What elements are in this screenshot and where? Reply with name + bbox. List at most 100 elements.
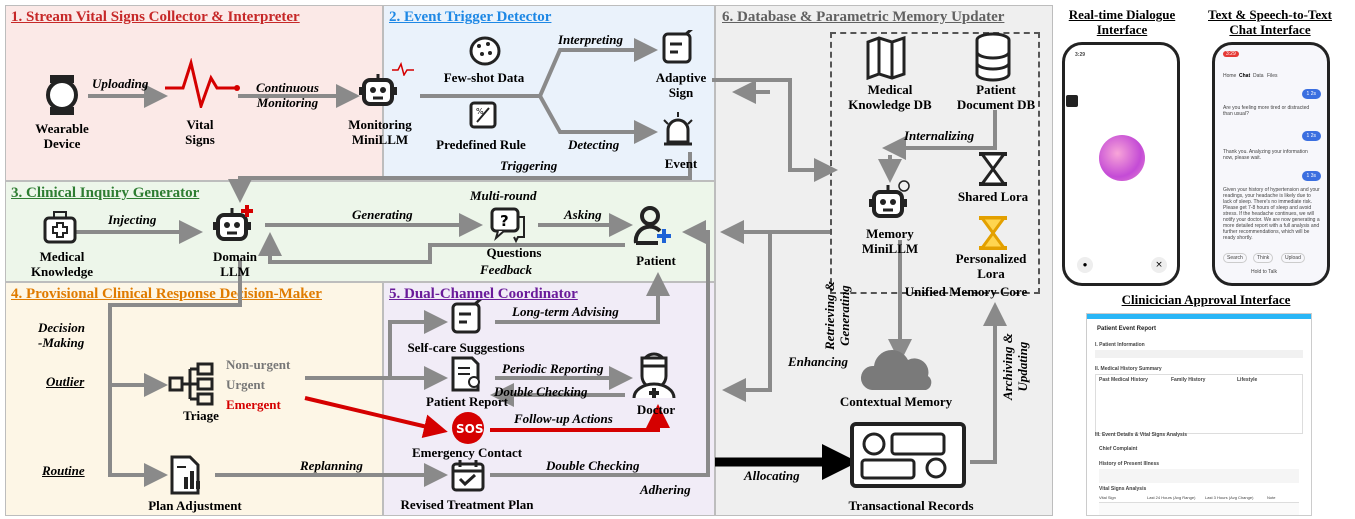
approval-header: Clinicician Approval Interface: [1121, 292, 1291, 307]
edge-multiround: Multi-round: [470, 188, 537, 203]
plan-adjustment-label: Plan Adjustment: [148, 498, 242, 513]
close-button[interactable]: ×: [1151, 257, 1167, 273]
chat-tab-home[interactable]: Home: [1223, 73, 1237, 79]
questions-label: Questions: [486, 245, 542, 260]
phone1-time: 3:29: [1075, 52, 1086, 58]
fewshot-label: Few-shot Data: [443, 70, 525, 85]
nonurgent-label: Non-urgent: [226, 357, 291, 372]
panel-1-title: 1. Stream Vital Signs Collector & Interp…: [11, 9, 300, 25]
chat-search-button[interactable]: Search: [1223, 253, 1247, 263]
chat-bubble-1: 1 2s: [1301, 89, 1321, 99]
triage-tree-icon: [168, 362, 216, 411]
edge-generating: Generating: [352, 207, 413, 222]
edge-outlier: Outlier: [46, 374, 85, 389]
chat-msg-2: Thank you. Analyzing your information no…: [1223, 149, 1308, 161]
report-section-1: I. Patient Information: [1095, 342, 1145, 348]
report-section-3: III. Event Details & Vital Signs Analysi…: [1095, 432, 1187, 438]
selfcare-doc-icon: [450, 296, 486, 341]
vital-header-1: Vital Sign: [1099, 495, 1116, 500]
chat-phone: 3:29 Home Chat Data Files 1 2s Are you f…: [1212, 42, 1330, 286]
plan-doc-icon: [168, 455, 208, 500]
robot-icon-memory: [868, 180, 912, 229]
event-label: Event: [664, 156, 698, 171]
report-sub-1: Chief Complaint: [1099, 446, 1138, 452]
realtime-phone: 3:29 ● ×: [1062, 42, 1180, 286]
edge-enhancing: Enhancing: [788, 354, 848, 369]
hourglass-shared-icon: [976, 152, 1010, 191]
chat-tab-files[interactable]: Files: [1267, 73, 1278, 79]
edge-replanning: Replanning: [300, 458, 363, 473]
chat-toggle-icon[interactable]: [1066, 95, 1078, 107]
svg-text:%: %: [476, 107, 484, 116]
edge-followup: Follow-up Actions: [514, 411, 613, 426]
svg-text:?: ?: [500, 212, 509, 230]
adaptive-sign-icon: [660, 26, 696, 71]
edge-asking: Asking: [564, 207, 602, 222]
records-monitor-icon: [848, 420, 968, 505]
pulse-small-icon: [392, 61, 414, 81]
hold-to-talk-button[interactable]: Hold to Talk: [1251, 269, 1278, 275]
report-col-1: Past Medical History: [1099, 377, 1148, 383]
edge-adhering: Adhering: [640, 482, 691, 497]
data-cluster-icon: [468, 36, 502, 71]
hourglass-personalized-icon: [976, 216, 1010, 255]
calendar-icon: [450, 458, 486, 499]
vital-header-3: Last 3 Hours (Avg Change): [1205, 495, 1254, 500]
report-col-2: Family History: [1171, 377, 1206, 383]
rule-icon: %: [468, 100, 498, 135]
svg-text:SOS: SOS: [456, 422, 484, 436]
chat-msg-3: Given your history of hypertension and y…: [1223, 187, 1320, 241]
edge-routine: Routine: [42, 463, 85, 478]
sos-icon: SOS: [450, 410, 486, 451]
edge-decision: Decision-Making: [38, 320, 85, 350]
panel-5-title: 5. Dual-Channel Coordinator: [389, 286, 578, 302]
edge-triggering: Triggering: [500, 158, 558, 173]
panel-2-title: 2. Event Trigger Detector: [389, 9, 552, 25]
chat-upload-button[interactable]: Upload: [1281, 253, 1305, 263]
medical-kit-icon: [42, 210, 78, 251]
heartbeat-icon: [165, 57, 245, 113]
phone2-time: 3:29: [1223, 51, 1239, 57]
edge-injecting: Injecting: [108, 212, 157, 227]
chat-bubble-2: 1 2s: [1301, 131, 1321, 141]
panel-2: [383, 5, 715, 181]
book-map-icon: [866, 35, 906, 85]
robot-icon-domain: [212, 205, 256, 252]
chat-tab-data[interactable]: Data: [1253, 73, 1264, 79]
chat-tab-chat[interactable]: Chat: [1239, 73, 1251, 79]
predefined-rule-label: Predefined Rule: [436, 137, 526, 152]
emergent-label: Emergent: [226, 397, 281, 412]
unified-memory-core-label: Unified Memory Core: [904, 284, 1028, 299]
robot-icon-monitoring: [358, 72, 398, 117]
chat-bubble-3: 1 3s: [1301, 171, 1321, 181]
edge-allocating: Allocating: [744, 468, 800, 483]
report-doc-icon: [450, 356, 486, 397]
watch-icon: [42, 75, 82, 120]
question-bubble-icon: ?: [488, 205, 528, 248]
report-title: Patient Event Report: [1097, 326, 1157, 332]
alarm-icon: [660, 112, 696, 153]
doctor-icon: [632, 352, 676, 405]
mic-button[interactable]: ●: [1077, 257, 1093, 273]
edge-archiving: Archiving &Updating: [1000, 333, 1030, 400]
chat-think-button[interactable]: Think: [1253, 253, 1274, 263]
edge-doublecheck1: Double Checking: [494, 384, 588, 399]
edge-detecting: Detecting: [568, 137, 620, 152]
report-col-3: Lifestyle: [1237, 377, 1258, 383]
approval-report: Patient Event Report I. Patient Informat…: [1086, 313, 1312, 516]
patient-label: Patient: [636, 253, 676, 268]
panel-4-title: 4. Provisional Clinical Response Decisio…: [11, 286, 322, 302]
edge-retrieving: Retrieving &Generating: [822, 281, 852, 350]
triage-label: Triage: [183, 408, 219, 423]
